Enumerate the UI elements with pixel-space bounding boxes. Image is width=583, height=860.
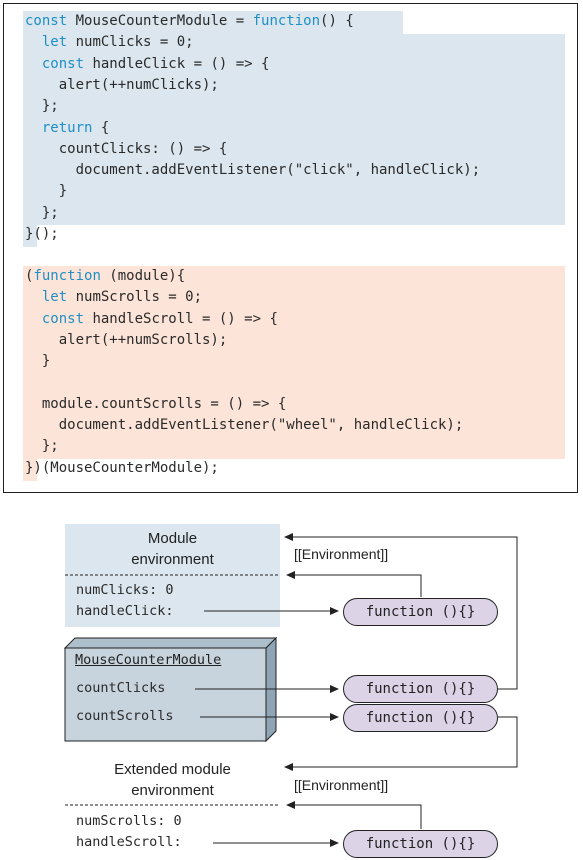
extended-environment-title-line1: Extended module (114, 761, 231, 778)
extended-env-numscrolls: numScrolls: 0 (76, 813, 182, 829)
code-keyword: return (41, 119, 93, 136)
module-env-handleclick: handleClick: (76, 603, 174, 619)
code-text: numScrolls = 0; (67, 289, 203, 306)
code-text: }; (25, 438, 59, 455)
code-text: alert(++numClicks); (25, 76, 219, 93)
function-object-countscrolls: function (){} (343, 704, 498, 732)
module-body-highlight (23, 34, 565, 225)
environment-tag-1: [[Environment]] (294, 546, 389, 562)
code-text: handleClick = () => { (84, 55, 270, 72)
arrow-env-pill4 (286, 801, 422, 829)
code-text: }; (25, 98, 59, 115)
code-text: } (25, 353, 51, 370)
arrow-env-pill1 (286, 571, 422, 597)
code-text: (module){ (100, 268, 186, 284)
environment-tag-2: [[Environment]] (294, 777, 389, 793)
extended-env-handlescroll: handleScroll: (76, 834, 182, 850)
module-code-line-11: }(); (25, 224, 59, 245)
function-object-countclicks: function (){} (343, 675, 498, 703)
extension-code-line-10: })(MouseCounterModule); (25, 458, 219, 479)
code-text: module.countScrolls = () => { (25, 395, 287, 412)
extension-code-line-5: } (25, 351, 50, 372)
code-listing-frame (3, 3, 578, 493)
extension-code-line-7: module.countScrolls = () => { (25, 394, 286, 415)
code-text: handleScroll = () => { (84, 310, 278, 327)
extension-code-line-3: const handleScroll = () => { (25, 309, 278, 330)
module-environment-title-line2: environment (131, 551, 214, 568)
extension-code-line-1: (function (module){ (25, 266, 185, 287)
code-keyword: let (41, 34, 68, 51)
function-object-handleclick: function (){} (343, 598, 498, 626)
module-code-line-5: }; (25, 96, 59, 117)
code-text: ( (25, 268, 34, 284)
code-text: } (25, 183, 68, 200)
code-text: }(); (25, 226, 59, 242)
code-text: alert(++numScrolls); (25, 331, 228, 348)
code-keyword: function (33, 268, 101, 284)
function-object-handlescroll: function (){} (343, 830, 498, 858)
module-code-line-10: }; (25, 203, 59, 224)
code-text: numClicks = 0; (67, 34, 194, 51)
code-text: () { (320, 13, 354, 29)
module-code-line-4: alert(++numClicks); (25, 75, 219, 96)
module-code-line-8: document.addEventListener("click", handl… (25, 160, 481, 181)
code-keyword: const (41, 55, 85, 72)
module-code-line-1: const MouseCounterModule = function() { (25, 11, 354, 32)
module-object-countclicks: countClicks (76, 680, 166, 696)
module-object-countscrolls: countScrolls (76, 708, 174, 724)
code-text: })(MouseCounterModule); (25, 459, 219, 476)
object-box-top-face (63, 637, 278, 649)
arrow-env-pill2 (284, 533, 518, 690)
module-code-line-7: countClicks: () => { (25, 139, 228, 160)
module-close-highlight (23, 225, 37, 247)
extension-code-line-8: document.addEventListener("wheel", handl… (25, 415, 464, 436)
extension-code-line-2: let numScrolls = 0; (25, 287, 202, 308)
module-code-line-6: return { (25, 118, 109, 139)
object-box-front-face (64, 647, 267, 742)
code-text: document.addEventListener("wheel", handl… (25, 417, 464, 434)
code-text: MouseCounterModule = (67, 13, 253, 29)
extension-body-highlight (23, 266, 565, 459)
extension-code-line-9: }; (25, 436, 59, 457)
code-text: document.addEventListener("click", handl… (25, 162, 481, 179)
code-text: }; (25, 204, 59, 221)
module-code-line-2: let numClicks = 0; (25, 32, 194, 53)
code-keyword: const (25, 13, 68, 29)
extended-environment-title-line2: environment (131, 782, 214, 799)
code-text: { (92, 119, 110, 136)
module-code-line-3: const handleClick = () => { (25, 54, 270, 75)
code-keyword: let (41, 289, 68, 306)
arrow-env-pill3 (284, 716, 518, 771)
extension-close-highlight (23, 459, 37, 481)
module-environment-title-line1: Module (147, 530, 198, 547)
code-keyword: function (252, 13, 321, 29)
module-object-name: MouseCounterModule (75, 652, 222, 668)
module-code-line-9: } (25, 181, 67, 202)
module-header-highlight (23, 11, 403, 34)
code-text: countClicks: () => { (25, 140, 228, 157)
code-keyword: const (41, 310, 85, 327)
extension-code-line-4: alert(++numScrolls); (25, 330, 228, 351)
module-env-numclicks: numClicks: 0 (76, 582, 174, 598)
